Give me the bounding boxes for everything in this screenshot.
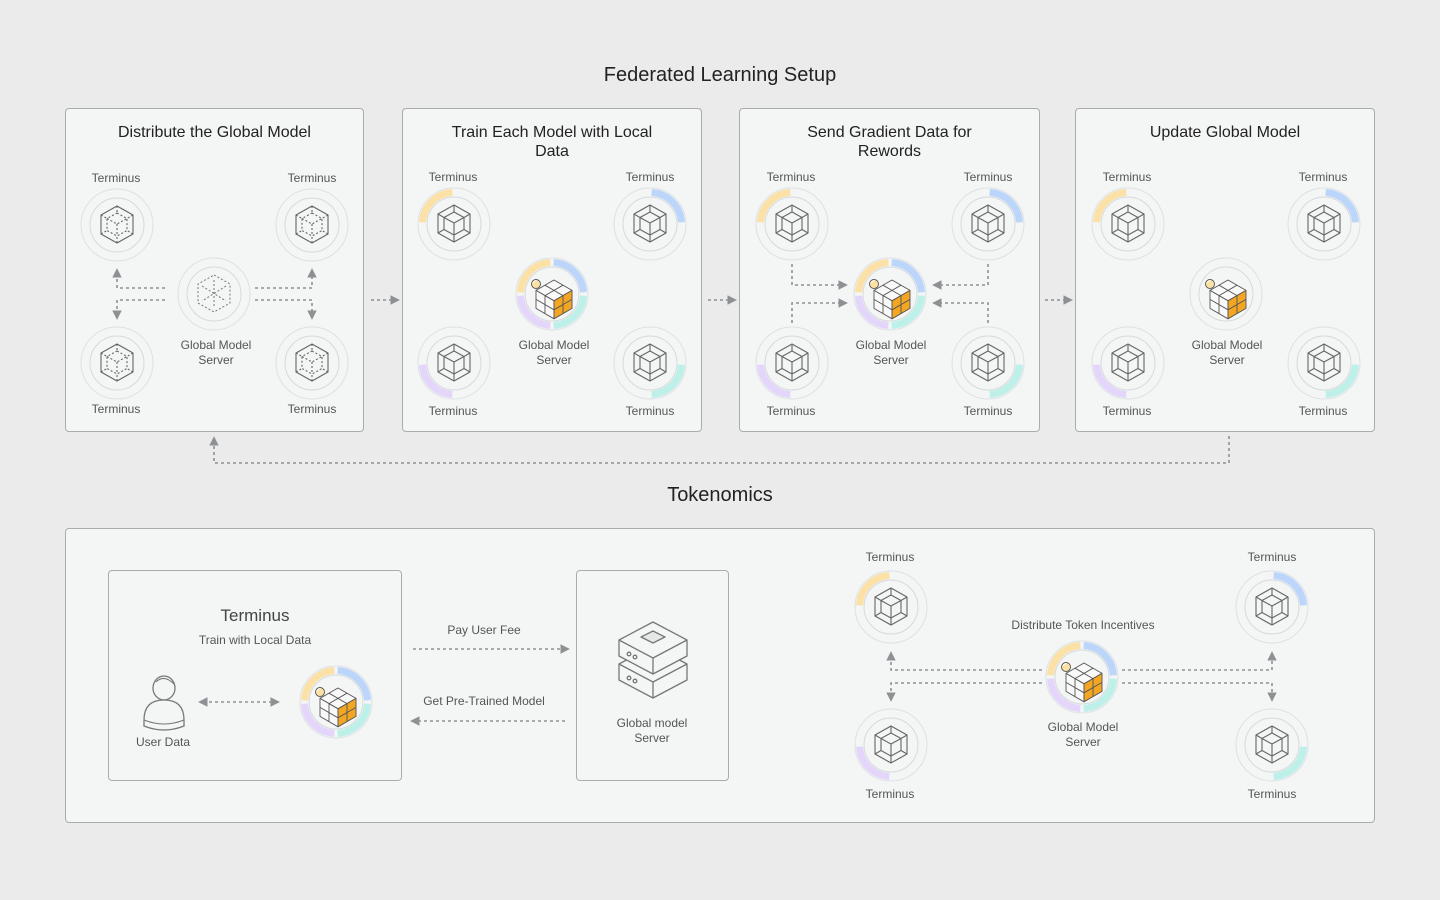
dist-server-line2: Server: [1065, 735, 1101, 749]
terminus-node: [1234, 707, 1310, 783]
tokenomics-title: Tokenomics: [667, 484, 773, 506]
global-server-node: [514, 256, 590, 332]
dist-server-line1: Global Model: [1047, 720, 1119, 734]
cube-icon: [613, 326, 687, 400]
server-label-line2: Server: [1209, 353, 1245, 367]
cube-icon: [1235, 570, 1309, 644]
terminus-label: Terminus: [1247, 787, 1297, 801]
terminus-model-node: [298, 664, 374, 740]
server-label-line2: Server: [536, 353, 572, 367]
terminus-box-subtitle: Train with Local Data: [198, 633, 312, 647]
cube-stack-icon: [853, 257, 927, 331]
global-server-node: [1044, 639, 1120, 715]
cube-icon: [80, 326, 154, 400]
cube-stack-icon: [299, 665, 373, 739]
terminus-node: [416, 325, 492, 401]
terminus-label: Terminus: [865, 550, 915, 564]
cube-icon: [613, 187, 687, 261]
terminus-label: Terminus: [91, 402, 141, 416]
cube-icon: [1287, 326, 1361, 400]
server-label-line2: Server: [634, 731, 670, 745]
terminus-node: [950, 325, 1026, 401]
terminus-label: Terminus: [963, 404, 1013, 418]
terminus-label: Terminus: [1298, 404, 1348, 418]
server-label-line1: Global Model: [855, 338, 927, 352]
cube-icon: [951, 187, 1025, 261]
cube-stack-icon: [1189, 257, 1263, 331]
terminus-box-title: Terminus: [220, 606, 290, 625]
global-server-node: [1188, 256, 1264, 332]
terminus-node: [853, 707, 929, 783]
terminus-node: [853, 569, 929, 645]
cube-icon: [951, 326, 1025, 400]
panel-title: Update Global Model: [1149, 124, 1301, 141]
server-label-line2: Server: [873, 353, 909, 367]
cube-icon: [275, 326, 349, 400]
cube-icon: [1091, 187, 1165, 261]
global-server-node: [852, 256, 928, 332]
terminus-node: [274, 187, 350, 263]
terminus-label: Terminus: [1102, 404, 1152, 418]
exploded-cube-icon: [177, 257, 251, 331]
global-server-node: [176, 256, 252, 332]
pay-fee-label: Pay User Fee: [447, 623, 521, 637]
cube-stack-icon: [515, 257, 589, 331]
terminus-label: Terminus: [428, 404, 478, 418]
terminus-node: [1234, 569, 1310, 645]
server-label-line1: Global Model: [1191, 338, 1263, 352]
terminus-label: Terminus: [91, 171, 141, 185]
terminus-node: [1090, 325, 1166, 401]
terminus-node: [1286, 325, 1362, 401]
server-box: [576, 570, 729, 781]
terminus-label: Terminus: [625, 404, 675, 418]
terminus-node: [950, 186, 1026, 262]
terminus-label: Terminus: [625, 170, 675, 184]
cube-icon: [275, 188, 349, 262]
terminus-label: Terminus: [1298, 170, 1348, 184]
terminus-label: Terminus: [865, 787, 915, 801]
terminus-label: Terminus: [287, 171, 337, 185]
panel-title: Send Gradient Data for Rewords: [807, 124, 972, 160]
terminus-node: [754, 186, 830, 262]
server-label-line1: Global model: [616, 716, 688, 730]
server-label-line1: Global Model: [518, 338, 590, 352]
user-data-label: User Data: [135, 735, 191, 749]
terminus-label: Terminus: [428, 170, 478, 184]
terminus-node: [274, 325, 350, 401]
server-label-line1: Global Model: [180, 338, 252, 352]
cube-icon: [80, 188, 154, 262]
terminus-label: Terminus: [1247, 550, 1297, 564]
terminus-label: Terminus: [766, 404, 816, 418]
terminus-label: Terminus: [963, 170, 1013, 184]
cube-icon: [417, 187, 491, 261]
terminus-node: [612, 325, 688, 401]
cube-icon: [854, 570, 928, 644]
get-model-label: Get Pre-Trained Model: [423, 694, 545, 708]
terminus-label: Terminus: [766, 170, 816, 184]
panel-title: Train Each Model with Local Data: [451, 124, 653, 160]
server-label-line2: Server: [198, 353, 234, 367]
panel-title: Distribute the Global Model: [118, 124, 311, 141]
terminus-node: [79, 325, 155, 401]
cube-icon: [755, 187, 829, 261]
cube-icon: [755, 326, 829, 400]
terminus-node: [416, 186, 492, 262]
cube-icon: [417, 326, 491, 400]
setup-title: Federated Learning Setup: [603, 64, 837, 86]
terminus-node: [612, 186, 688, 262]
terminus-node: [1286, 186, 1362, 262]
distribute-label: Distribute Token Incentives: [1011, 618, 1155, 632]
cube-stack-icon: [1045, 640, 1119, 714]
terminus-node: [1090, 186, 1166, 262]
terminus-label: Terminus: [1102, 170, 1152, 184]
cube-icon: [1287, 187, 1361, 261]
terminus-node: [79, 187, 155, 263]
cube-icon: [854, 708, 928, 782]
cube-icon: [1235, 708, 1309, 782]
terminus-label: Terminus: [287, 402, 337, 416]
cube-icon: [1091, 326, 1165, 400]
terminus-node: [754, 325, 830, 401]
